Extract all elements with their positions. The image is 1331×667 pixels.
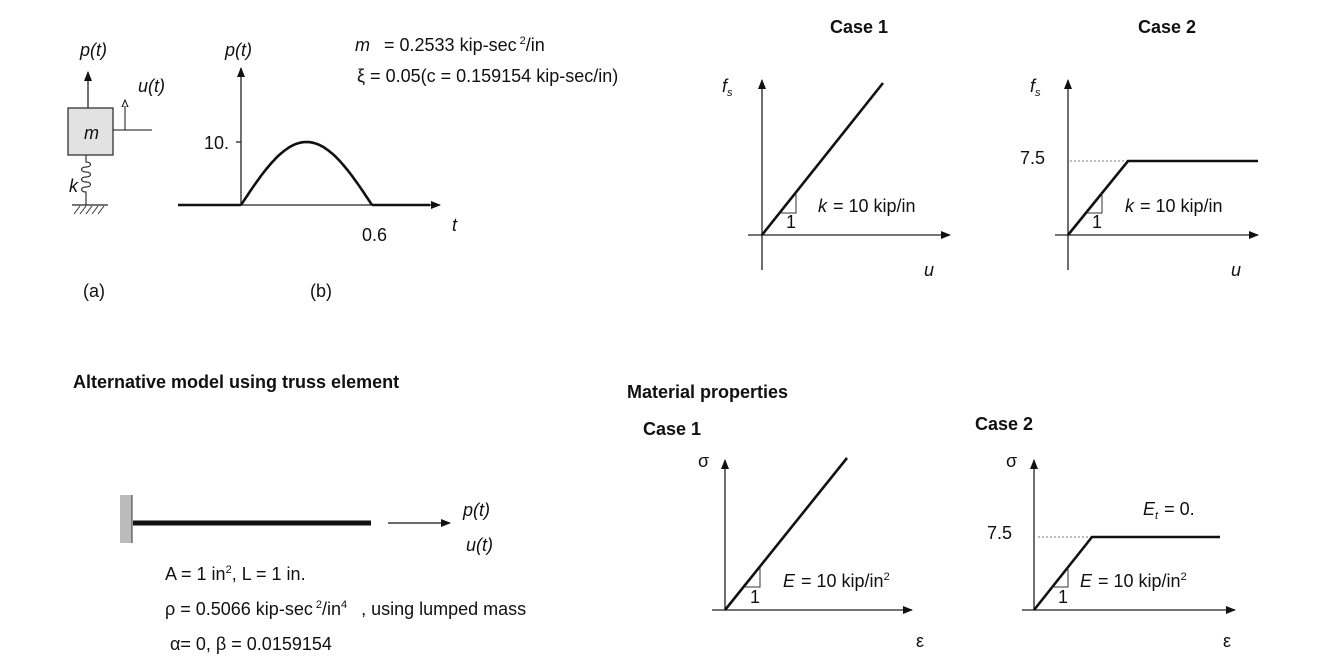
area-length: A = 1 in2, L = 1 in. — [165, 564, 306, 584]
slope-one: 1 — [1092, 212, 1102, 232]
epsilon-label: ε — [1223, 631, 1231, 651]
slope-one: 1 — [1058, 587, 1068, 607]
bilinear-curve — [1066, 159, 1258, 236]
truss-heading: Alternative model using truss element — [73, 372, 399, 392]
linear-curve — [760, 82, 885, 236]
material-heading: Material properties — [627, 382, 788, 402]
mass-label: m — [84, 123, 99, 143]
force-label: p(t) — [79, 40, 107, 60]
slope-triangle — [1052, 568, 1069, 588]
half-sine-pulse — [239, 140, 374, 206]
ground-hatch — [73, 205, 105, 215]
caption-a: (a) — [83, 281, 105, 301]
spring-case-1-title: Case 1 — [830, 17, 888, 37]
modulus-label: E= 10 kip/in2 — [783, 571, 890, 591]
slope-one: 1 — [786, 212, 796, 232]
linear-curve — [723, 457, 849, 611]
rayleigh-damping: α= 0, β = 0.0159154 — [170, 634, 332, 654]
spring-case-2: Case 2 fs 7.5 1 k= 10 kip/in u — [1020, 17, 1259, 280]
spring-case-1: Case 1 fs 1 k= 10 kip/in u — [722, 17, 951, 280]
load-plot: p(t) 10. 0.6 t (b) — [178, 40, 458, 301]
material-case-2: Case 2 σ 7.5 Et= 0. 1 E= 10 kip/in2 ε — [975, 414, 1236, 651]
modulus-label: E= 10 kip/in2 — [1080, 571, 1187, 591]
spring-label: k — [69, 176, 79, 196]
epsilon-label: ε — [916, 631, 924, 651]
u-label: u — [1231, 260, 1241, 280]
truss-model: Alternative model using truss element p(… — [73, 372, 526, 654]
load-ylabel: p(t) — [224, 40, 252, 60]
spring — [80, 155, 92, 205]
load-end-label: 0.6 — [362, 225, 387, 245]
sdof-system: p(t) m k u(t) (a) — [67, 40, 165, 301]
damping-param: ξ = 0.05(c = 0.159154 kip-sec/in) — [357, 66, 618, 86]
tangent-modulus-label: Et= 0. — [1143, 499, 1195, 522]
bilinear-curve — [1032, 535, 1220, 611]
mass-block — [67, 107, 114, 156]
slope-triangle — [780, 193, 797, 214]
wall-support — [120, 495, 132, 543]
fs-label: fs — [1030, 76, 1041, 99]
disp-label: u(t) — [138, 76, 165, 96]
spring-case-2-title: Case 2 — [1138, 17, 1196, 37]
material-case-1-title: Case 1 — [643, 419, 701, 439]
caption-b: (b) — [310, 281, 332, 301]
truss-force-label: p(t) — [462, 500, 490, 520]
u-label: u — [924, 260, 934, 280]
load-xlabel: t — [452, 215, 458, 235]
sigma-label: σ — [1006, 451, 1017, 471]
stiffness-label: k= 10 kip/in — [818, 196, 916, 216]
load-peak-label: 10. — [204, 133, 229, 153]
slope-triangle — [744, 568, 761, 588]
sigma-label: σ — [698, 451, 709, 471]
stiffness-label: k= 10 kip/in — [1125, 196, 1223, 216]
yield-tick: 7.5 — [987, 523, 1012, 543]
slope-one: 1 — [750, 587, 760, 607]
yield-tick: 7.5 — [1020, 148, 1045, 168]
material-case-2-title: Case 2 — [975, 414, 1033, 434]
slope-triangle — [1086, 193, 1103, 214]
material-case-1: Case 1 σ 1 E= 10 kip/in2 ε — [643, 419, 924, 651]
truss-disp-label: u(t) — [466, 535, 493, 555]
fs-label: fs — [722, 76, 733, 99]
